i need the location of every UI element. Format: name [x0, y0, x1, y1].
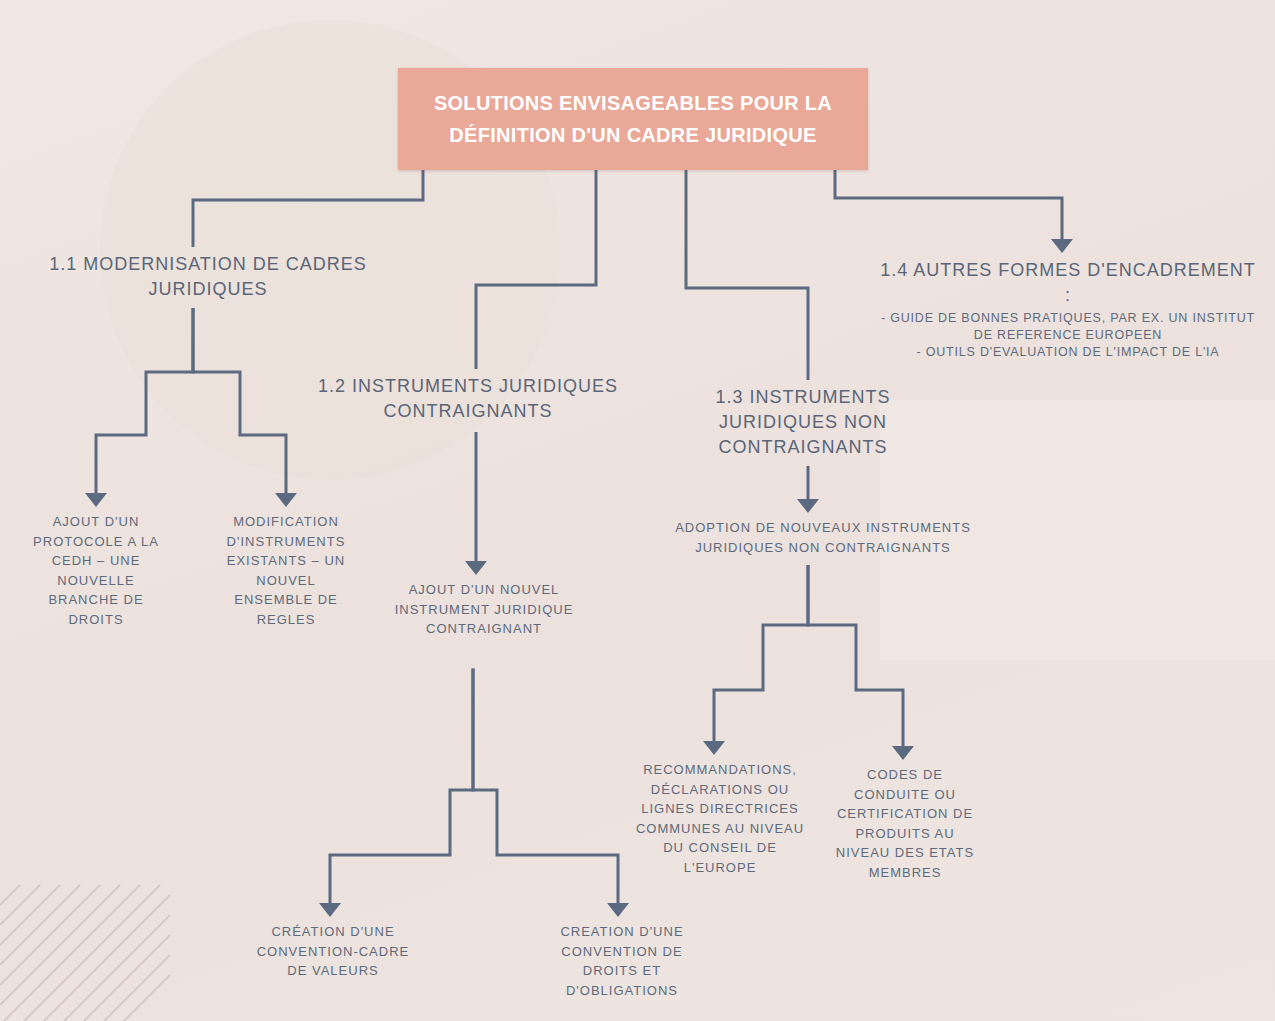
heading-text: 1.3 INSTRUMENTS JURIDIQUES NON CONTRAIGN… — [683, 385, 923, 460]
body-text: AJOUT D'UN PROTOCOLE A LA CEDH – UNE NOU… — [28, 512, 164, 629]
connector-line — [714, 565, 808, 743]
connector-line — [193, 170, 423, 247]
arrow-head — [85, 493, 107, 507]
heading-text: 1.4 AUTRES FORMES D'ENCADREMENT : — [878, 258, 1258, 308]
body-text: - OUTILS D'EVALUATION DE L'IMPACT DE L'I… — [878, 344, 1258, 361]
option-text: AJOUT D'UN NOUVEL INSTRUMENT JURIDIQUE C… — [374, 580, 594, 639]
option-text: ADOPTION DE NOUVEAUX INSTRUMENTS JURIDIQ… — [643, 518, 1003, 557]
connector — [797, 466, 819, 513]
connector — [835, 170, 1073, 253]
connector-line — [96, 308, 193, 495]
branch-heading-group: 1.4 AUTRES FORMES D'ENCADREMENT :- GUIDE… — [878, 258, 1258, 361]
body-text: RECOMMANDATIONS, DÉCLARATIONS OU LIGNES … — [628, 760, 812, 877]
branch-heading: 1.2 INSTRUMENTS JURIDIQUES CONTRAIGNANTS — [293, 374, 643, 424]
arrow-head — [465, 561, 487, 575]
option-text: MODIFICATION D'INSTRUMENTS EXISTANTS – U… — [218, 512, 354, 629]
connector — [193, 170, 423, 247]
connector-line — [473, 669, 618, 906]
option-text: RECOMMANDATIONS, DÉCLARATIONS OU LIGNES … — [628, 760, 812, 877]
connector-line — [475, 432, 478, 563]
title-box: SOLUTIONS ENVISAGEABLES POUR LA DÉFINITI… — [398, 68, 868, 170]
body-text: CREATION D'UNE CONVENTION DE DROITS ET D… — [542, 922, 702, 1000]
connector-line — [835, 170, 1062, 241]
connector — [476, 170, 596, 369]
body-text: AJOUT D'UN NOUVEL INSTRUMENT JURIDIQUE C… — [374, 580, 594, 639]
connector-line — [808, 565, 903, 748]
arrow-head — [275, 493, 297, 507]
body-text: CRÉATION D'UNE CONVENTION-CADRE DE VALEU… — [248, 922, 418, 981]
heading-text: 1.1 MODERNISATION DE CADRES JURIDIQUES — [18, 252, 398, 302]
connector-line — [193, 308, 286, 495]
arrow-head — [892, 746, 914, 760]
connector — [193, 308, 297, 507]
arrow-head — [703, 741, 725, 755]
hatch-pattern — [0, 885, 170, 1021]
body-text: CODES DE CONDUITE OU CERTIFICATION DE PR… — [828, 765, 982, 882]
branch-heading: 1.1 MODERNISATION DE CADRES JURIDIQUES — [18, 252, 398, 302]
connector-line — [807, 466, 810, 501]
connector — [686, 170, 808, 380]
connector — [703, 565, 808, 755]
option-text: AJOUT D'UN PROTOCOLE A LA CEDH – UNE NOU… — [28, 512, 164, 629]
branch-heading: 1.3 INSTRUMENTS JURIDIQUES NON CONTRAIGN… — [683, 385, 923, 460]
connector — [808, 565, 914, 760]
heading-text: 1.2 INSTRUMENTS JURIDIQUES CONTRAIGNANTS — [293, 374, 643, 424]
connector-line — [686, 170, 808, 380]
arrow-head — [607, 903, 629, 917]
title-text: SOLUTIONS ENVISAGEABLES POUR LA DÉFINITI… — [410, 87, 856, 151]
option-text: CRÉATION D'UNE CONVENTION-CADRE DE VALEU… — [248, 922, 418, 981]
body-text: MODIFICATION D'INSTRUMENTS EXISTANTS – U… — [218, 512, 354, 629]
connector — [473, 669, 629, 918]
connector — [465, 432, 487, 575]
connector — [85, 308, 193, 507]
option-text: CODES DE CONDUITE OU CERTIFICATION DE PR… — [828, 765, 982, 882]
arrow-head — [319, 903, 341, 917]
body-text: - GUIDE DE BONNES PRATIQUES, PAR EX. UN … — [878, 310, 1258, 344]
connector-line — [330, 669, 473, 906]
arrow-head — [797, 499, 819, 513]
body-text: ADOPTION DE NOUVEAUX INSTRUMENTS JURIDIQ… — [643, 518, 1003, 557]
connector-line — [476, 170, 596, 369]
connector — [319, 669, 473, 918]
arrow-head — [1051, 239, 1073, 253]
option-text: CREATION D'UNE CONVENTION DE DROITS ET D… — [542, 922, 702, 1000]
